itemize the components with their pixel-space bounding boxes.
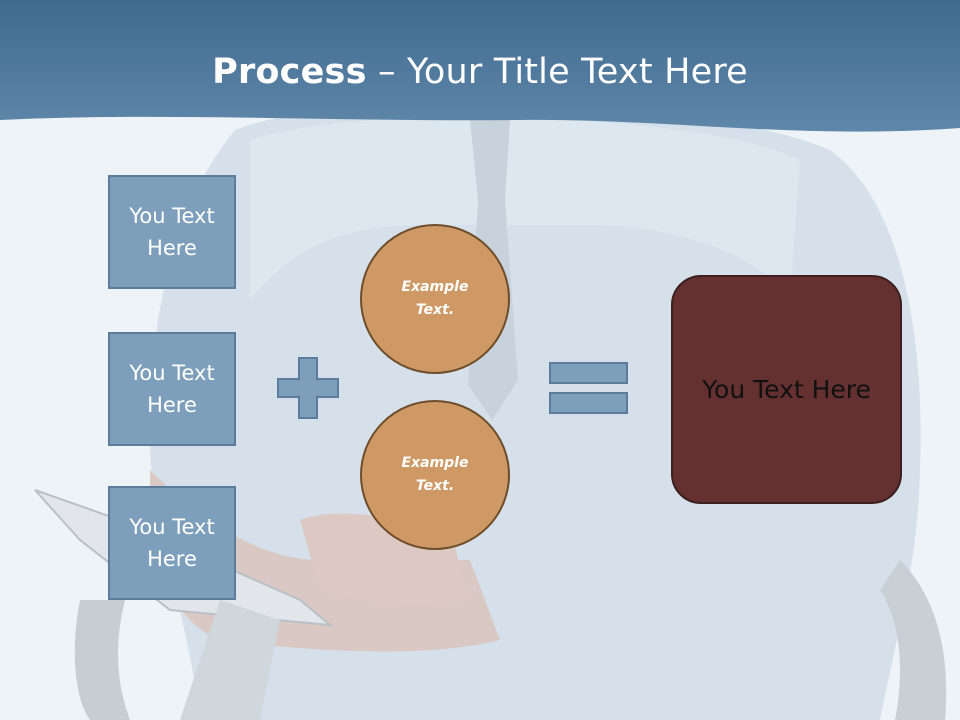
equals-icon (549, 362, 628, 414)
left-text-box-label: You Text Here (129, 204, 215, 260)
example-circle[interactable]: Example Text. (360, 400, 510, 550)
example-circle[interactable]: Example Text. (360, 224, 510, 374)
plus-icon (277, 357, 339, 419)
left-text-box-label: You Text Here (129, 515, 215, 571)
result-box[interactable]: You Text Here (671, 275, 902, 504)
left-text-box[interactable]: You Text Here (108, 175, 236, 289)
left-text-box[interactable]: You Text Here (108, 332, 236, 446)
result-box-label: You Text Here (702, 375, 871, 404)
left-text-box-label: You Text Here (129, 361, 215, 417)
example-circle-label: Example Text. (401, 279, 469, 318)
example-circle-label: Example Text. (401, 455, 469, 494)
page-title: Process – Your Title Text Here (212, 52, 748, 92)
left-text-box[interactable]: You Text Here (108, 486, 236, 600)
